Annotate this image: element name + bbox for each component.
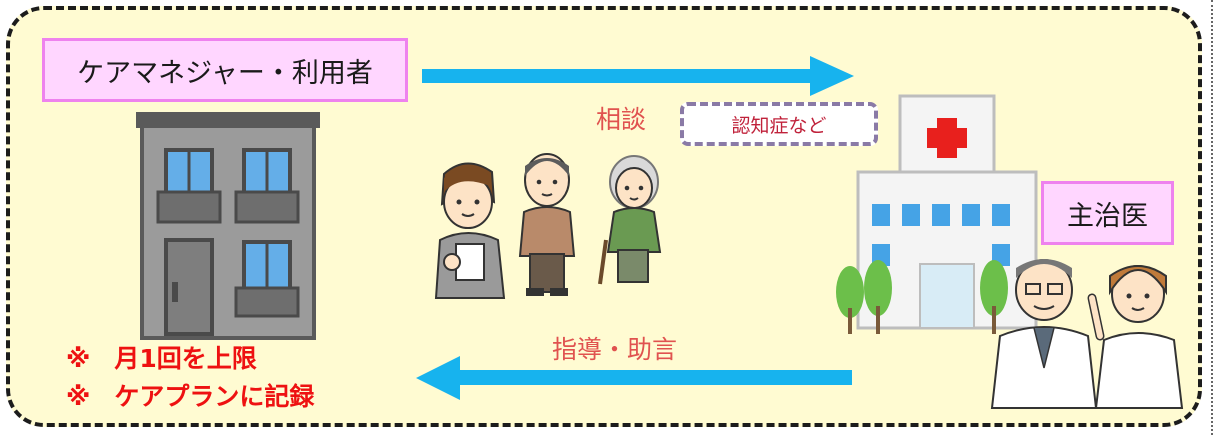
note-text: ケアプランに記録 (114, 382, 315, 411)
care-manager-user-text: ケアマネジャー・利用者 (77, 57, 373, 89)
care-manager-user-label: ケアマネジャー・利用者 (42, 38, 408, 102)
dementia-tag: 認知症など (680, 102, 878, 146)
note-mark: ※ (66, 382, 91, 411)
attending-doctor-text: 主治医 (1067, 200, 1148, 232)
doctors-illustration (990, 259, 1184, 409)
guidance-label: 指導・助言 (552, 335, 678, 364)
attending-doctor-label: 主治医 (1041, 181, 1174, 245)
care-manager-woman-illustration (434, 162, 506, 299)
guidance-arrow (416, 356, 852, 400)
note-monthly-limit: ※ 月1回を上限 (66, 346, 257, 371)
elderly-man-illustration (518, 153, 576, 296)
trees-illustration (836, 260, 1008, 334)
consultation-label: 相談 (596, 105, 647, 134)
note-text: 月1回を上限 (114, 344, 257, 373)
consultation-arrow (422, 56, 854, 96)
page-divider (1211, 0, 1213, 435)
elderly-woman-illustration (598, 155, 662, 285)
apartment-building-illustration (136, 112, 320, 340)
dementia-tag-text: 認知症など (731, 114, 827, 137)
note-care-plan-record: ※ ケアプランに記録 (66, 384, 314, 409)
note-mark: ※ (66, 344, 91, 373)
